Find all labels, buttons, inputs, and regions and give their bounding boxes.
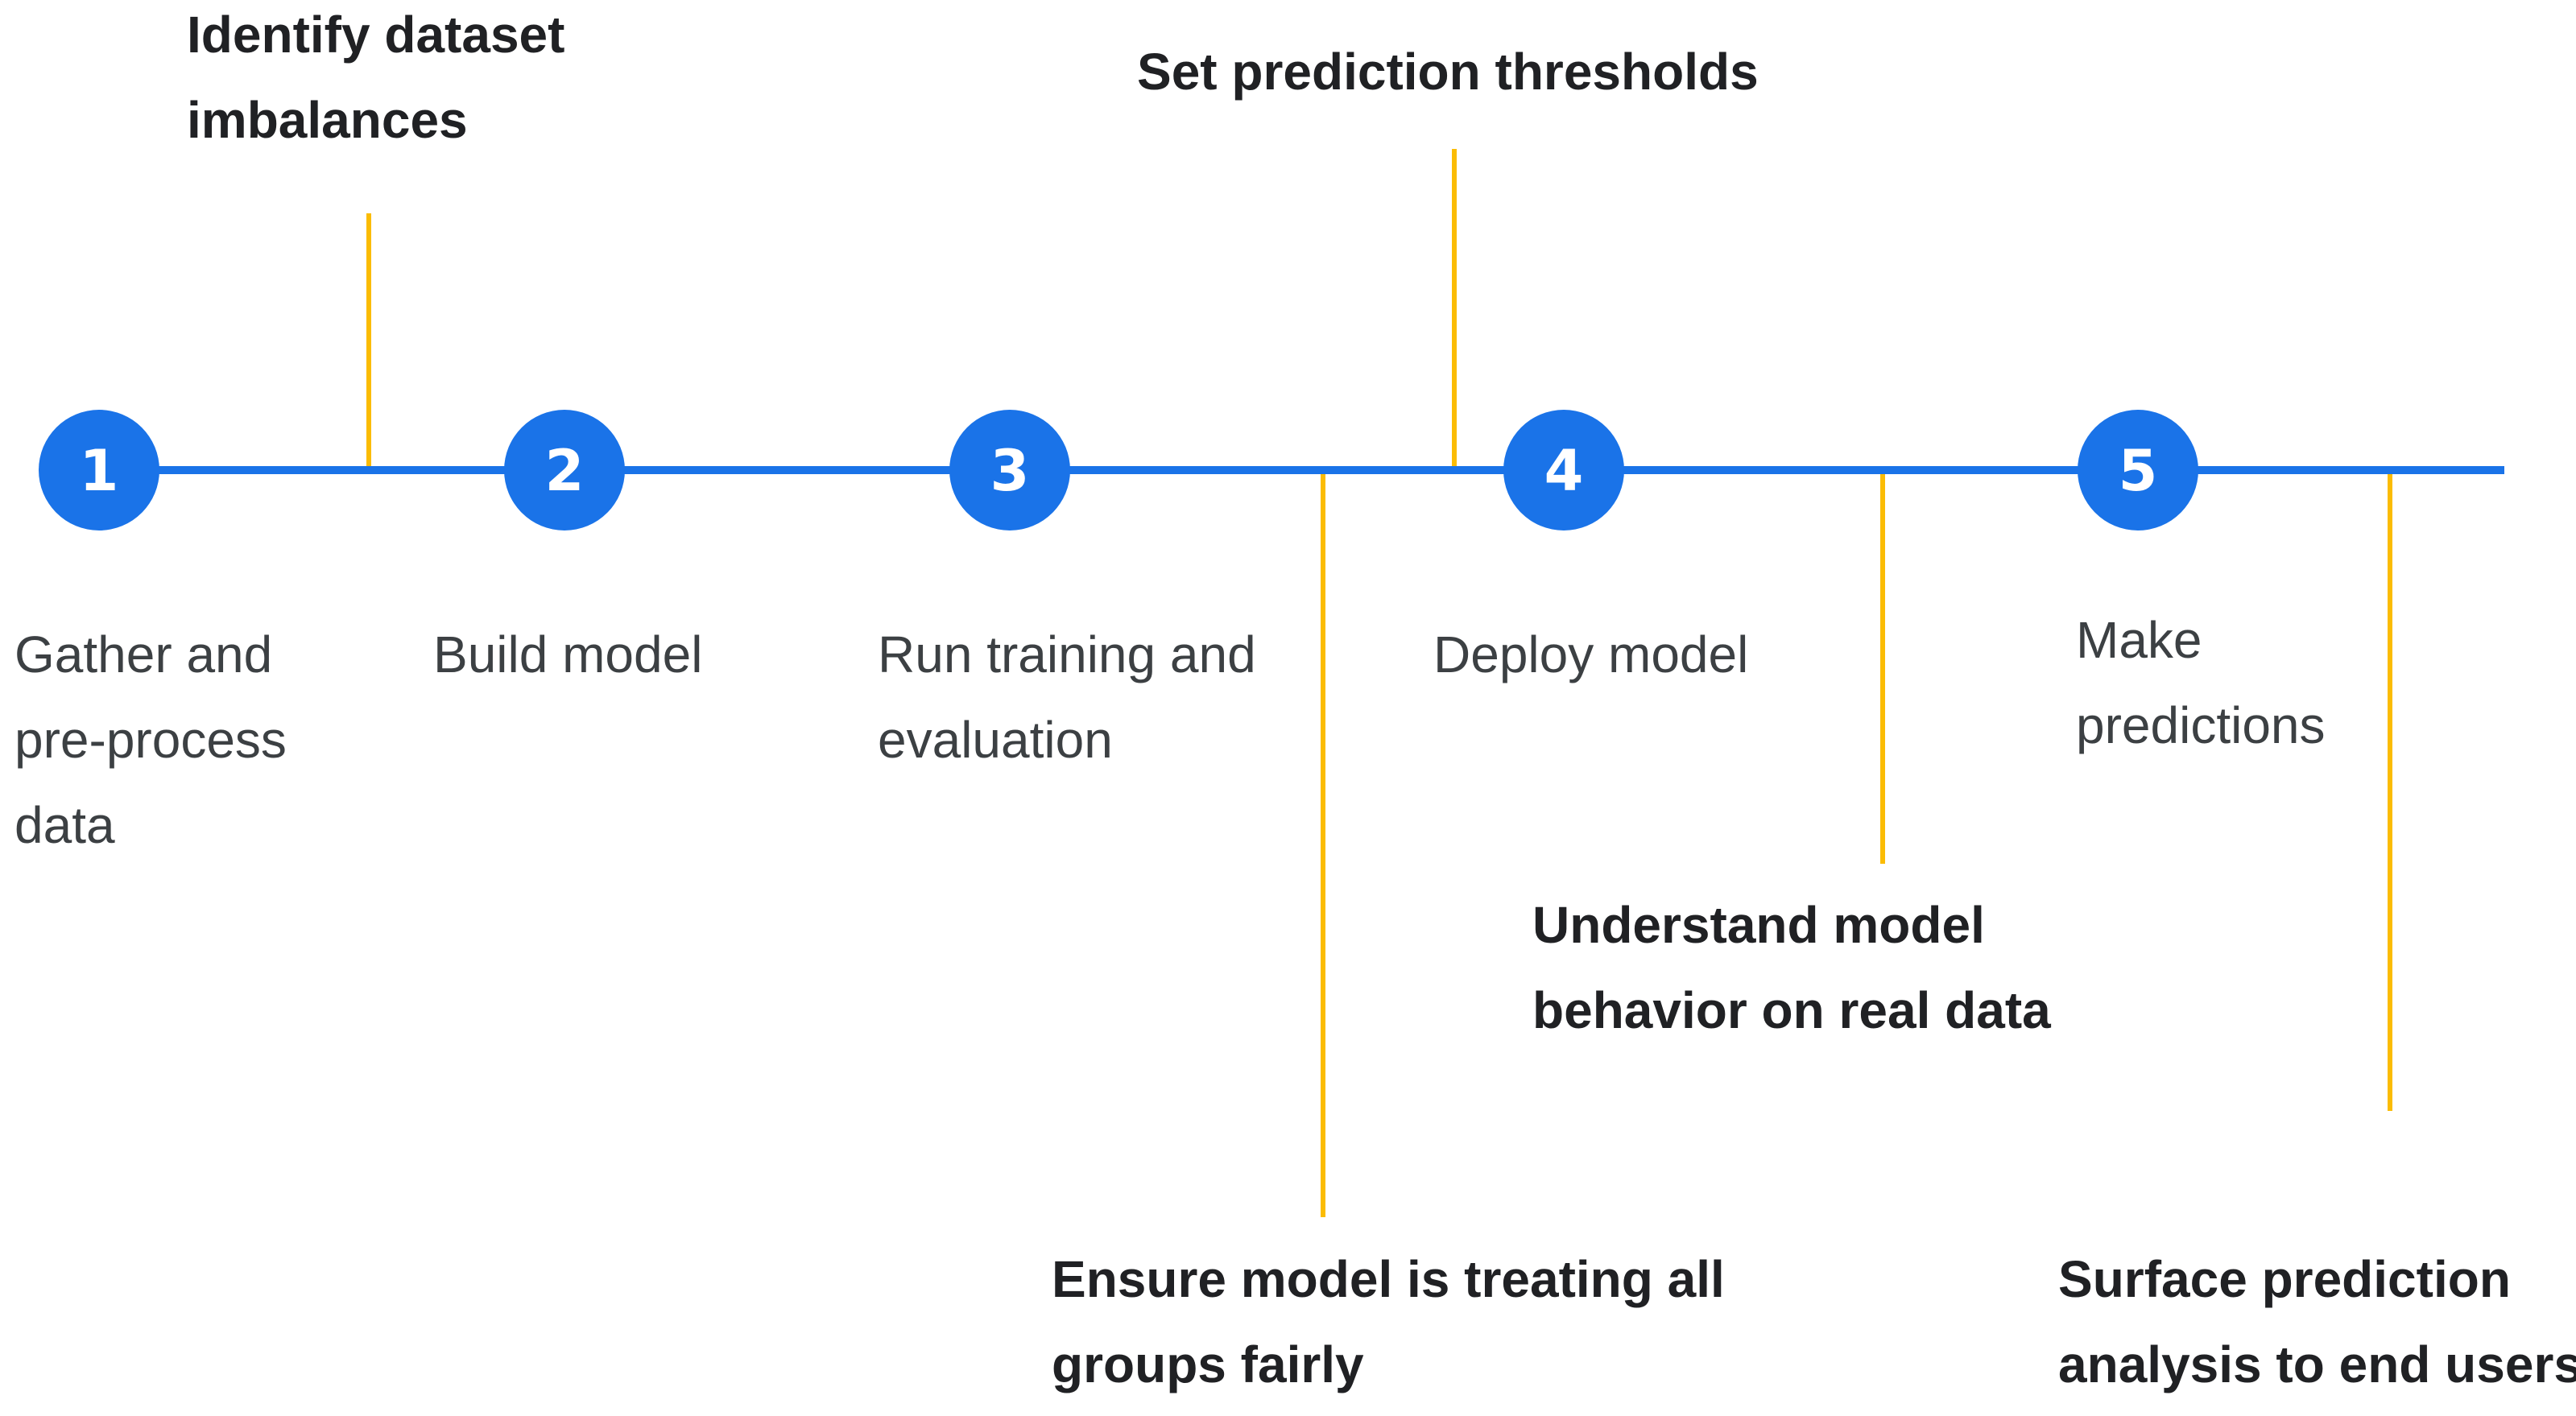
step-node-circle — [1503, 410, 1624, 530]
step-node-5: 5 — [2078, 410, 2198, 530]
step-label-line: Make — [2076, 611, 2202, 669]
step-number: 4 — [1544, 438, 1584, 504]
step-number: 3 — [990, 438, 1030, 504]
step-node-4: 4 — [1503, 410, 1624, 530]
step-label-4: Deploy model — [1433, 612, 1748, 697]
callout-line-text: Identify dataset — [187, 6, 565, 64]
callout-line-text: Ensure model is treating all — [1052, 1250, 1725, 1308]
callout-line-text: imbalances — [187, 91, 468, 149]
step-label-line: predictions — [2076, 696, 2326, 754]
step-label-line: Gather and — [14, 625, 273, 683]
step-label-line: Run training and — [878, 625, 1256, 683]
step-label-line: pre-process — [14, 711, 287, 769]
step-number: 5 — [2119, 438, 2158, 504]
step-node-circle — [39, 410, 159, 530]
callout-ensure-fairness: Ensure model is treating all groups fair… — [1052, 1236, 1725, 1407]
callout-understand-behavior: Understand model behavior on real data — [1532, 882, 2051, 1053]
callout-set-thresholds: Set prediction thresholds — [1137, 29, 1759, 114]
step-label-1: Gather and pre-process data — [14, 612, 287, 868]
step-node-circle — [504, 410, 625, 530]
step-node-3: 3 — [949, 410, 1070, 530]
step-number: 2 — [545, 438, 585, 504]
step-node-circle — [2078, 410, 2198, 530]
callout-line-text: Understand model — [1532, 896, 1985, 954]
callout-surface-analysis: Surface prediction analysis to end users — [2058, 1236, 2576, 1407]
callout-identify-imbalances: Identify dataset imbalances — [187, 0, 564, 163]
callout-line-text: behavior on real data — [1532, 981, 2051, 1039]
callout-line-text: groups fairly — [1052, 1335, 1364, 1393]
step-label-line: evaluation — [878, 711, 1113, 769]
step-node-circle — [949, 410, 1070, 530]
callout-line-text: Set prediction thresholds — [1137, 43, 1759, 101]
step-label-3: Run training and evaluation — [878, 612, 1256, 782]
callout-line-text: analysis to end users — [2058, 1335, 2576, 1393]
step-label-2: Build model — [433, 612, 702, 697]
step-node-2: 2 — [504, 410, 625, 530]
step-label-line: data — [14, 796, 115, 854]
step-label-5: Make predictions — [2076, 597, 2326, 768]
step-number: 1 — [80, 438, 119, 504]
step-node-1: 1 — [39, 410, 159, 530]
step-label-line: Deploy model — [1433, 625, 1749, 683]
callout-line-text: Surface prediction — [2058, 1250, 2511, 1308]
step-label-line: Build model — [433, 625, 703, 683]
